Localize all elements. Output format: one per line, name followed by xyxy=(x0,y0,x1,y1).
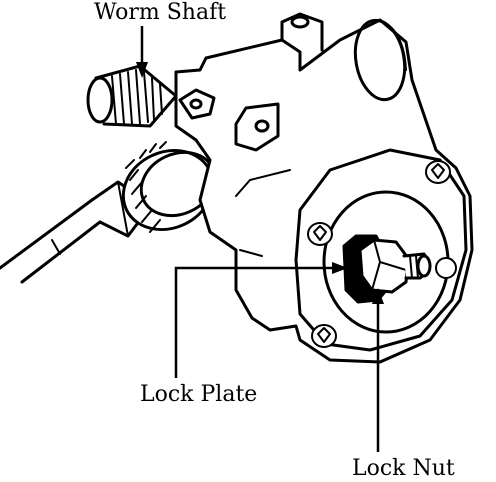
adjusting-screw xyxy=(402,252,432,280)
arrowhead-lock-nut xyxy=(372,288,384,304)
leader-lock-plate xyxy=(174,266,340,378)
hose xyxy=(0,198,102,284)
arrowhead-worm-shaft xyxy=(136,62,148,78)
lock-nut-label: Lock Nut xyxy=(352,456,455,481)
worm-shaft xyxy=(86,64,178,128)
lock-nut xyxy=(358,238,410,294)
arrowhead-lock-plate xyxy=(332,262,348,274)
worm-shaft-label: Worm Shaft xyxy=(94,0,227,25)
lock-plate-label: Lock Plate xyxy=(140,382,258,407)
adjuster-ring xyxy=(121,141,217,233)
